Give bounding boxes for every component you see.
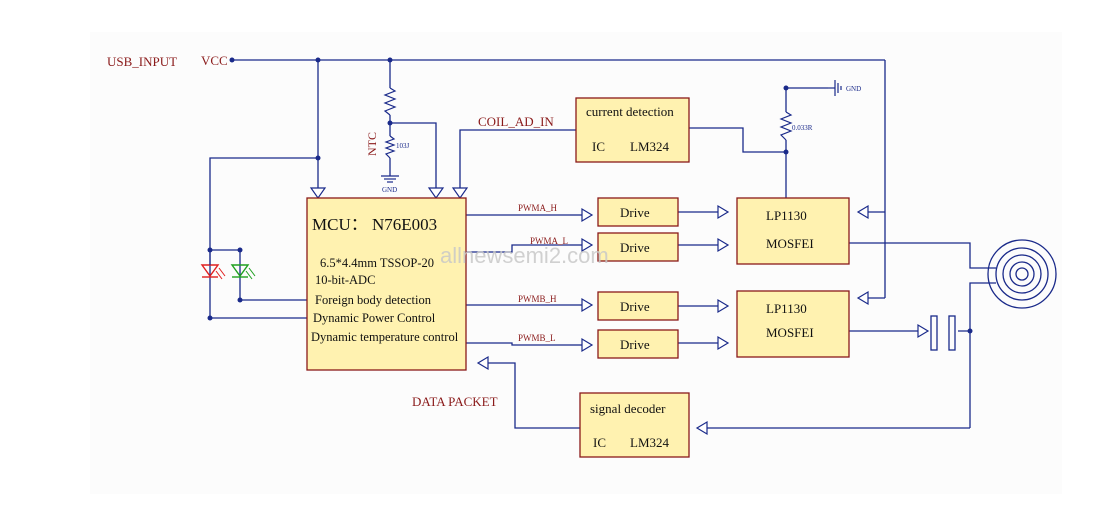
- signal-decoder-part: LM324: [630, 435, 670, 450]
- mcu-title: MCU： N76E003: [312, 215, 437, 234]
- shunt-resistor: [779, 111, 793, 141]
- shunt-value: 0.033R: [792, 124, 813, 132]
- coil-ad-in-label: COIL_AD_IN: [478, 114, 554, 129]
- mcu-function: Dynamic temperature control: [311, 330, 459, 344]
- drive-block: Drive: [597, 291, 679, 321]
- mcu-coil-pin-arrow: [451, 187, 469, 200]
- signal-decoder-block: signal decoder IC LM324: [579, 392, 690, 458]
- mosfet-block: LP1130 MOSFEI: [736, 197, 850, 265]
- current-detection-part: LM324: [630, 139, 670, 154]
- data-packet-arrow: [476, 355, 489, 371]
- vcc-label: VCC: [201, 53, 228, 68]
- mosfet-type: MOSFEI: [766, 236, 814, 251]
- mcu-function: Foreign body detection: [315, 293, 432, 307]
- mosfet-part: LP1130: [766, 301, 807, 316]
- decoder-input-arrow: [695, 420, 708, 436]
- drive-block: Drive: [597, 232, 679, 262]
- mos1-gate-l-arrow: [717, 237, 730, 253]
- drive-label: Drive: [620, 205, 650, 220]
- mosfet-part: LP1130: [766, 208, 807, 223]
- drive3-input-arrow: [581, 297, 594, 313]
- usb-input-label: USB_INPUT: [107, 54, 177, 69]
- ground-symbol-ntc: [381, 175, 399, 183]
- signal-decoder-ic: IC: [593, 435, 606, 450]
- fixed-resistor-103j: [384, 135, 396, 159]
- drive1-input-arrow: [581, 207, 594, 223]
- drive-block: Drive: [597, 197, 679, 227]
- pwmb-h-label: PWMB_H: [518, 294, 557, 304]
- mcu-ntc-pin-arrow: [427, 187, 445, 200]
- data-packet-label: DATA PACKET: [412, 394, 498, 409]
- mcu-adc: 10-bit-ADC: [315, 273, 375, 287]
- watermark: allnewsemi2.com: [440, 243, 609, 268]
- mos1-gate-h-arrow: [717, 204, 730, 220]
- led-green-icon: [230, 264, 256, 280]
- drive-block: Drive: [597, 329, 679, 359]
- pin-arrows: [309, 187, 930, 436]
- ntc-resistor: [383, 87, 397, 116]
- led-red-icon: [200, 250, 226, 280]
- capacitor-arrow: [917, 323, 930, 339]
- drive2-input-arrow: [581, 237, 594, 253]
- mcu-vcc-pin-arrow: [309, 187, 327, 200]
- current-detection-title: current detection: [586, 104, 674, 119]
- current-detection-block: current detection IC LM324: [575, 97, 690, 163]
- pwma-l-label: PWMA_L: [530, 236, 568, 246]
- mosfet-block: LP1130 MOSFEI: [736, 290, 850, 358]
- mcu-package: 6.5*4.4mm TSSOP-20: [320, 256, 434, 270]
- current-detection-ic: IC: [592, 139, 605, 154]
- mcu-function: Dynamic Power Control: [313, 311, 436, 325]
- resonant-capacitor: [930, 315, 956, 351]
- transmit-coil-icon: [987, 239, 1057, 309]
- ground-label-ntc: GND: [382, 186, 397, 194]
- signal-decoder-title: signal decoder: [590, 401, 666, 416]
- pwma-h-label: PWMA_H: [518, 203, 558, 213]
- drive-label: Drive: [620, 299, 650, 314]
- mcu-block: MCU： N76E003 6.5*4.4mm TSSOP-20 10-bit-A…: [306, 197, 467, 371]
- pwmb-l-label: PWMB_L: [518, 333, 556, 343]
- ground-symbol-top: [828, 80, 842, 96]
- drive-label: Drive: [620, 240, 650, 255]
- drive4-input-arrow: [581, 337, 594, 353]
- ntc-label: NTC: [365, 132, 379, 156]
- mos2-gate-h-arrow: [717, 298, 730, 314]
- mos2-vcc-arrow: [856, 290, 869, 306]
- ground-label-top: GND: [846, 85, 861, 93]
- mos2-gate-l-arrow: [717, 335, 730, 351]
- mosfet-type: MOSFEI: [766, 325, 814, 340]
- drive-label: Drive: [620, 337, 650, 352]
- mos1-vcc-arrow: [856, 204, 869, 220]
- ntc-resistor-value: 103J: [396, 142, 410, 150]
